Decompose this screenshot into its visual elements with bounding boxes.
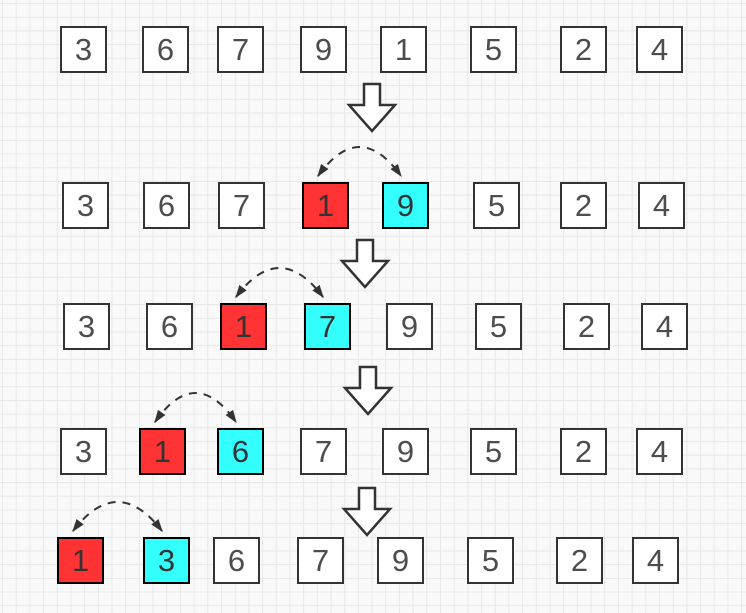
down-arrow-icon [346,82,398,133]
array-cell: 4 [641,303,688,350]
array-cell: 7 [217,26,264,73]
dashed-arc-double-arrow-icon [154,392,237,424]
dashed-arc-double-arrow-icon [72,501,163,533]
array-cell: 6 [142,26,189,73]
down-arrow-icon [341,486,393,537]
array-cell: 5 [470,26,517,73]
array-cell: 4 [632,537,679,584]
array-cell: 4 [636,428,683,475]
array-cell: 5 [475,303,522,350]
array-cell: 6 [146,303,193,350]
array-cell: 5 [473,182,520,229]
array-cell: 7 [218,182,265,229]
array-cell: 7 [304,303,351,350]
array-cell: 6 [143,182,190,229]
array-cell: 2 [560,26,607,73]
down-arrow-icon [342,365,394,416]
dashed-arc-double-arrow-icon [317,146,402,178]
array-cell: 9 [377,537,424,584]
array-cell: 2 [563,303,610,350]
array-cell: 1 [57,537,104,584]
array-cell: 5 [467,537,514,584]
array-cell: 4 [638,182,685,229]
array-cell: 7 [297,537,344,584]
array-cell: 2 [560,428,607,475]
array-cell: 9 [300,26,347,73]
array-cell: 2 [556,537,603,584]
array-cell: 1 [302,182,349,229]
array-cell: 9 [382,428,429,475]
array-cell: 9 [382,182,429,229]
array-cell: 1 [139,428,186,475]
array-cell: 2 [560,182,607,229]
array-cell: 3 [60,26,107,73]
array-cell: 6 [213,537,260,584]
dashed-arc-double-arrow-icon [235,267,324,299]
array-cell: 3 [63,303,110,350]
array-cell: 3 [62,182,109,229]
array-cell: 1 [380,26,427,73]
array-cell: 3 [60,428,107,475]
array-cell: 5 [470,428,517,475]
down-arrow-icon [339,238,391,289]
array-cell: 7 [300,428,347,475]
array-cell: 1 [220,303,267,350]
array-cell: 9 [386,303,433,350]
array-cell: 6 [217,428,264,475]
array-cell: 4 [636,26,683,73]
array-cell: 3 [143,537,190,584]
